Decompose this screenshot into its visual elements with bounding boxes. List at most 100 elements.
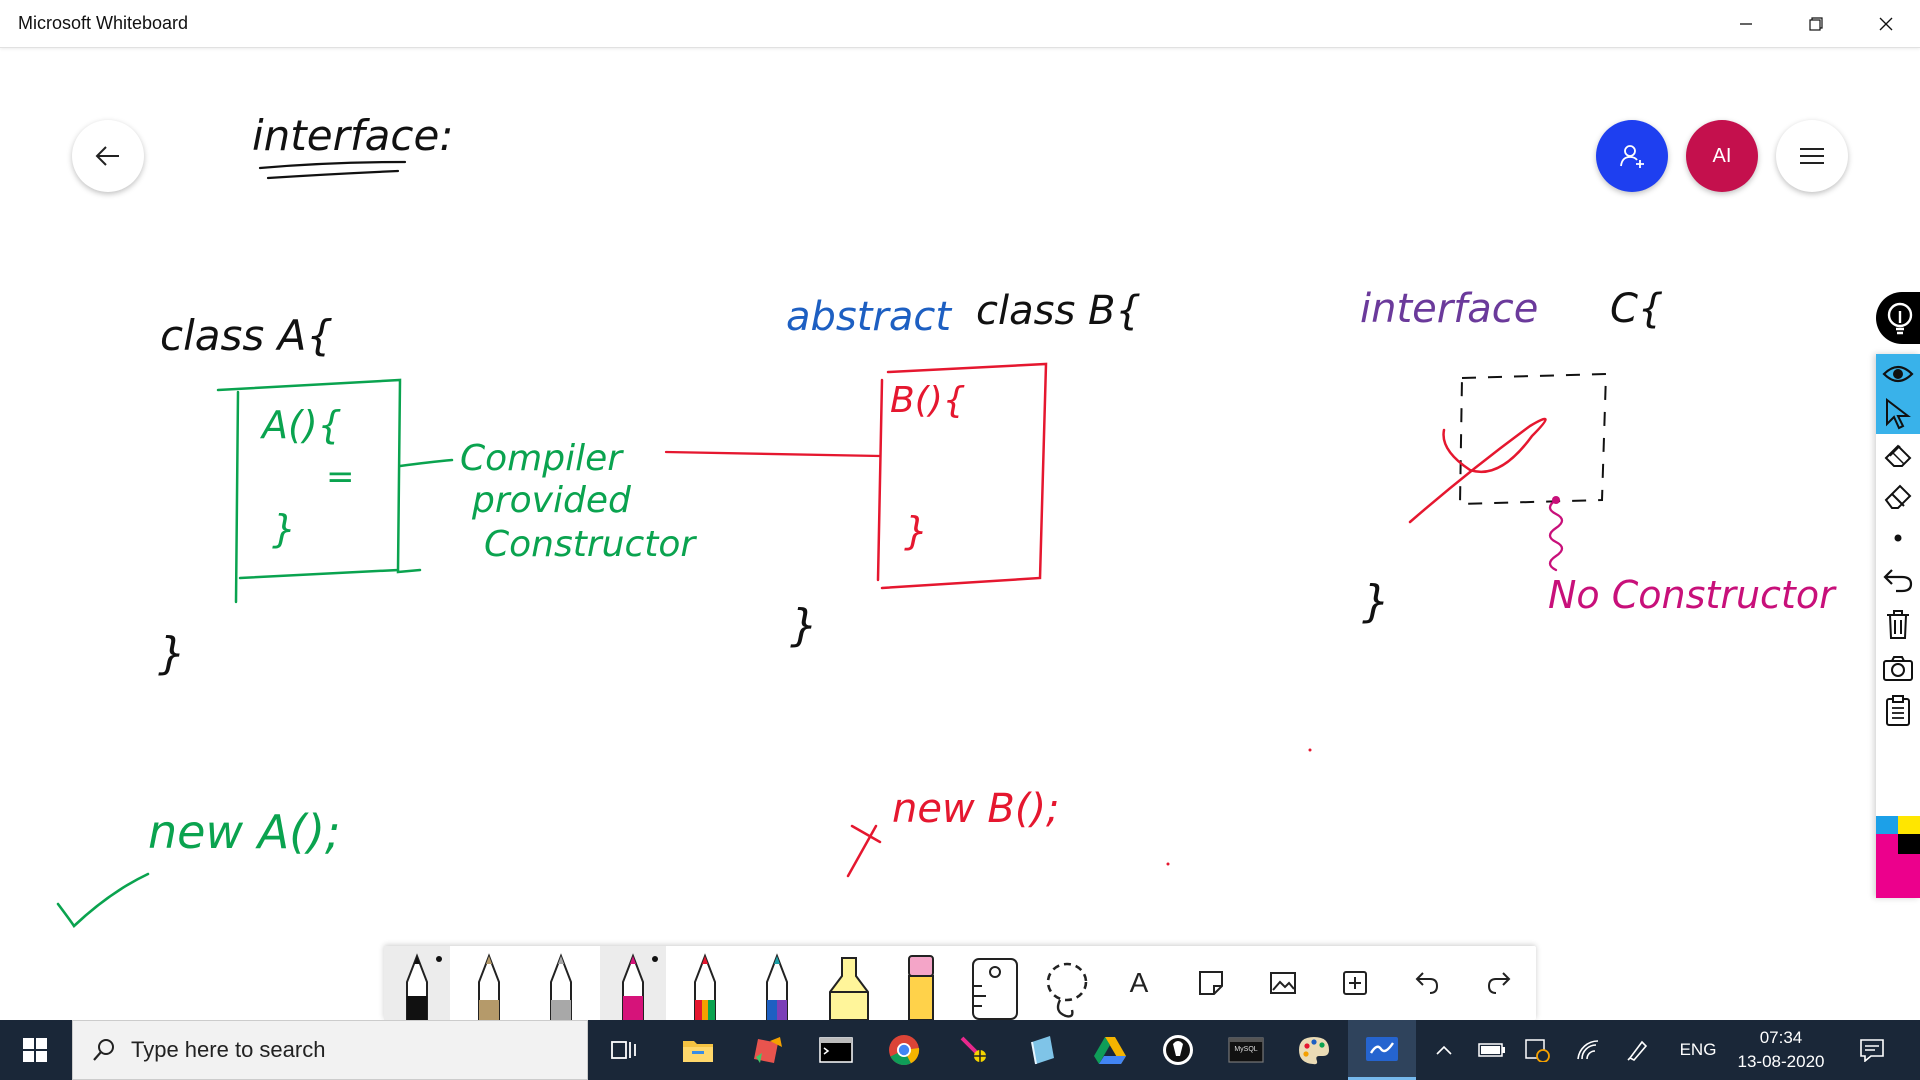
minimize-button[interactable] xyxy=(1712,0,1780,48)
google-drive-button[interactable] xyxy=(1076,1020,1144,1080)
rainbow-pen[interactable] xyxy=(672,946,738,1020)
ruler-tool[interactable] xyxy=(962,946,1028,1020)
chrome-button[interactable] xyxy=(870,1020,938,1080)
network-tray-button[interactable] xyxy=(1570,1020,1606,1080)
clock-date: 13-08-2020 xyxy=(1737,1052,1825,1071)
file-explorer-button[interactable] xyxy=(664,1020,732,1080)
lightbulb-icon xyxy=(1887,302,1913,335)
terminal-icon xyxy=(819,1037,853,1063)
class-a-header: class A{ xyxy=(160,311,333,360)
class-a-note-line2: provided xyxy=(471,480,632,521)
select-button[interactable] xyxy=(1876,394,1920,434)
trash-icon xyxy=(1887,610,1909,639)
note-to-b-connector xyxy=(664,450,882,458)
class-a-note-line1: Compiler xyxy=(460,438,624,479)
board-heading: interface: xyxy=(252,111,453,160)
user-avatar[interactable]: AI xyxy=(1686,120,1758,192)
swatch-yellow[interactable] xyxy=(1898,816,1920,834)
selected-dot xyxy=(652,956,658,962)
battery-icon xyxy=(1478,1043,1505,1057)
whiteboard-taskbar-button[interactable] xyxy=(1348,1020,1416,1080)
inkscape-button[interactable] xyxy=(1144,1020,1212,1080)
palette-icon xyxy=(1299,1037,1329,1065)
color-swatches[interactable] xyxy=(1876,816,1920,898)
black-pen[interactable] xyxy=(384,946,450,1020)
class-b-header: class B{ xyxy=(976,288,1141,334)
camera-button[interactable] xyxy=(1876,648,1920,688)
close-icon xyxy=(1879,17,1893,31)
notes-app-button[interactable] xyxy=(1008,1020,1076,1080)
restore-button[interactable] xyxy=(1782,0,1850,48)
menu-button[interactable] xyxy=(1776,120,1848,192)
close-button[interactable] xyxy=(1852,0,1920,48)
invite-button[interactable] xyxy=(1596,120,1668,192)
redo-button[interactable] xyxy=(1466,946,1532,1020)
view-mode-button[interactable] xyxy=(1876,354,1920,394)
undo-side-button[interactable] xyxy=(1876,560,1920,600)
swatch-cyan[interactable] xyxy=(1876,816,1898,834)
class-a-connector xyxy=(398,458,454,468)
pen-silver-icon xyxy=(550,953,572,1020)
pen-magenta-icon xyxy=(622,953,644,1020)
start-button[interactable] xyxy=(0,1020,70,1080)
pen-size-button[interactable] xyxy=(1876,518,1920,558)
clipboard-button[interactable] xyxy=(1876,690,1920,730)
mysql-button[interactable]: MySQL xyxy=(1212,1020,1280,1080)
galaxy-pen[interactable] xyxy=(744,946,810,1020)
magenta-pen[interactable] xyxy=(600,946,666,1020)
eraser-tool[interactable] xyxy=(888,946,954,1020)
stroke-eraser-icon xyxy=(1884,444,1912,467)
silver-pen[interactable] xyxy=(528,946,594,1020)
minimize-icon xyxy=(1740,23,1752,25)
lasso-tool[interactable] xyxy=(1034,946,1100,1020)
clipboard-icon xyxy=(1886,695,1910,726)
action-center-button[interactable] xyxy=(1850,1020,1894,1080)
cross-mark xyxy=(846,824,882,878)
eraser-button[interactable] xyxy=(1876,476,1920,516)
vpn-tray-button[interactable] xyxy=(1520,1020,1556,1080)
terminal-button[interactable] xyxy=(802,1020,870,1080)
chrome-icon xyxy=(889,1035,920,1066)
image-tool[interactable] xyxy=(1250,946,1316,1020)
sticky-note-tool[interactable] xyxy=(1178,946,1244,1020)
battery-tray-button[interactable] xyxy=(1474,1020,1510,1080)
pen-gold-icon xyxy=(478,953,500,1020)
side-toolbar xyxy=(1876,354,1920,898)
task-view-button[interactable] xyxy=(590,1020,658,1080)
hamburger-icon xyxy=(1800,148,1824,164)
window-title: Microsoft Whiteboard xyxy=(18,13,189,33)
interface-c-keyword: interface xyxy=(1360,286,1538,332)
notebook-icon xyxy=(1031,1036,1054,1065)
swatch-black[interactable] xyxy=(1898,834,1920,854)
bug-app-button[interactable] xyxy=(940,1020,1008,1080)
screen-sync-icon xyxy=(1525,1039,1550,1062)
gold-pen[interactable] xyxy=(456,946,522,1020)
stroke-eraser-button[interactable] xyxy=(1876,436,1920,476)
paint-button[interactable] xyxy=(1280,1020,1348,1080)
interface-c-note: No Constructor xyxy=(1548,573,1837,617)
redo-icon xyxy=(1487,972,1511,994)
camera-icon xyxy=(1883,656,1913,681)
sticky-note-icon xyxy=(1199,971,1223,995)
pen-tray-button[interactable] xyxy=(1620,1020,1656,1080)
taskbar-search[interactable]: Type here to search xyxy=(72,1020,588,1080)
highlighter[interactable] xyxy=(816,946,882,1020)
undo-button[interactable] xyxy=(1394,946,1460,1020)
text-tool[interactable]: A xyxy=(1106,946,1172,1020)
ink-beautify-button[interactable] xyxy=(1876,292,1920,344)
clear-button[interactable] xyxy=(1876,604,1920,644)
add-person-icon xyxy=(1620,145,1644,168)
dot-icon xyxy=(1894,534,1902,542)
paint3d-button[interactable] xyxy=(734,1020,802,1080)
clock-time: 07:34 xyxy=(1759,1028,1803,1047)
paint-icon xyxy=(754,1037,782,1063)
show-hidden-icons-button[interactable] xyxy=(1428,1020,1460,1080)
clock[interactable]: 07:34 13-08-2020 xyxy=(1726,1026,1836,1074)
insert-tool[interactable] xyxy=(1322,946,1388,1020)
back-button[interactable] xyxy=(72,120,144,192)
instantiate-b: new B(); xyxy=(892,786,1060,832)
whiteboard-canvas[interactable]: interface: class A{ A(){ = } Compiler pr… xyxy=(0,48,1920,1020)
language-indicator[interactable]: ENG xyxy=(1679,1040,1717,1059)
undo-icon xyxy=(1415,972,1439,994)
drive-icon xyxy=(1094,1037,1126,1064)
